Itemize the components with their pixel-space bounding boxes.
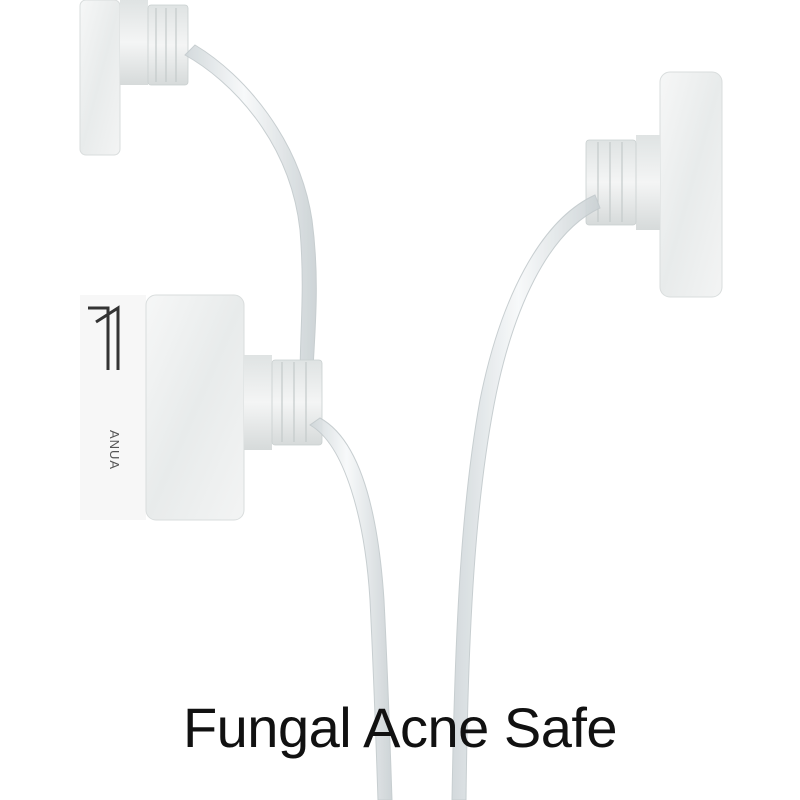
liquid-stream-right (451, 194, 601, 800)
bottle-middle-left: ANUA (80, 294, 323, 521)
bottle-brand-label: ANUA (107, 430, 122, 470)
logo-mark-icon (88, 305, 120, 370)
headline-caption: Fungal Acne Safe (182, 696, 618, 759)
bottle-top-left (79, 0, 189, 156)
liquid-stream-left-lower (309, 417, 393, 800)
bottle-right (585, 71, 723, 298)
